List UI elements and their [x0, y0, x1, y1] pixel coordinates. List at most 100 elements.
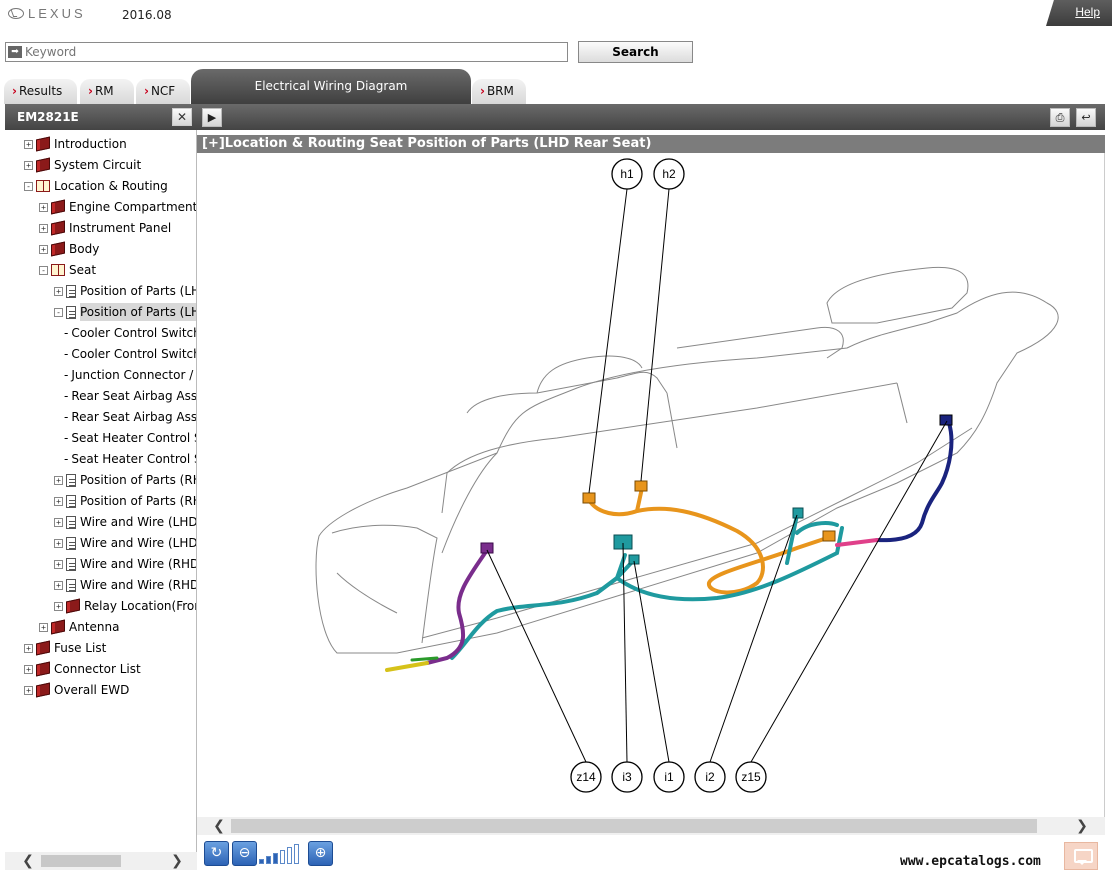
expand-icon[interactable]: +	[54, 286, 63, 296]
collapse-icon[interactable]: -	[54, 307, 63, 317]
expand-icon[interactable]: +	[39, 244, 48, 254]
tab-electrical-wiring-diagram[interactable]: Electrical Wiring Diagram	[191, 69, 471, 104]
expand-icon[interactable]: +	[24, 685, 33, 695]
expand-icon[interactable]: +	[54, 496, 63, 506]
tree-node[interactable]: +Wire and Wire (LHD	[54, 513, 196, 531]
arrow-right-icon: ➡	[8, 46, 22, 58]
zoom-level-bar[interactable]	[294, 844, 299, 864]
tree-node-label: Instrument Panel	[69, 221, 172, 235]
expand-icon[interactable]: +	[54, 601, 63, 611]
tab-brm[interactable]: ›BRM	[472, 79, 526, 104]
tree-node[interactable]: +Wire and Wire (RHD	[54, 555, 196, 573]
print-icon[interactable]: ⎙	[1050, 108, 1070, 127]
tree-node[interactable]: +System Circuit	[24, 156, 141, 174]
expand-icon[interactable]: +	[39, 202, 48, 212]
tree-node[interactable]: +Fuse List	[24, 639, 106, 657]
zoom-in-icon[interactable]: ⊕	[308, 841, 333, 866]
tree-node[interactable]: +Position of Parts (LHD	[54, 282, 196, 300]
expand-icon[interactable]: +	[24, 643, 33, 653]
tree-node[interactable]: + Wire and Wire (RHD	[54, 576, 197, 594]
callout-z15[interactable]: z15	[735, 761, 767, 793]
tree-node[interactable]: +Engine Compartment	[39, 198, 196, 216]
tree-node[interactable]: -Junction Connector / i	[64, 366, 196, 384]
diagram-horizontal-scrollbar[interactable]: ❮ ❯	[197, 817, 1105, 835]
expand-icon[interactable]: +	[54, 475, 63, 485]
zoom-level-bar[interactable]	[280, 850, 285, 864]
expand-icon[interactable]: +	[24, 160, 33, 170]
tab-results-label: Results	[18, 84, 63, 98]
callout-i3[interactable]: i3	[611, 761, 643, 793]
chevron-right-icon: ›	[88, 84, 93, 98]
scroll-right-icon[interactable]: ❯	[1076, 818, 1088, 834]
tab-results[interactable]: ›Results	[4, 79, 77, 104]
expand-icon[interactable]: +	[54, 559, 63, 569]
collapse-icon[interactable]: -	[24, 181, 33, 191]
left-horizontal-scrollbar[interactable]: ❮ ❯	[5, 852, 197, 870]
tree-node[interactable]: +Position of Parts (RH	[54, 471, 196, 489]
tree-node[interactable]: -Rear Seat Airbag Asse	[64, 387, 196, 405]
tree-node[interactable]: +Position of Parts (RH	[54, 492, 196, 510]
expand-icon[interactable]: +	[54, 580, 63, 590]
tree-node[interactable]: +Relay Location(Front	[54, 597, 196, 615]
lexus-logo: LEXUS	[8, 6, 86, 21]
book-icon	[36, 682, 50, 698]
callout-i1[interactable]: i1	[653, 761, 685, 793]
tree-node[interactable]: -Location & Routing	[24, 177, 168, 195]
expand-icon[interactable]: +	[24, 664, 33, 674]
zoom-level-bar[interactable]	[266, 856, 271, 864]
app-header: LEXUS 2016.08 Help	[0, 0, 1112, 32]
chat-icon[interactable]	[1064, 842, 1098, 870]
tree-node[interactable]: -Seat Heater Control S	[64, 450, 197, 468]
tree-node[interactable]: +Wire and Wire (LHD	[54, 534, 196, 552]
tab-rm[interactable]: ›RM	[80, 79, 134, 104]
keyword-field[interactable]: ➡	[5, 42, 568, 62]
tree-node[interactable]: +Connector List	[24, 660, 141, 678]
tree-node[interactable]: -Position of Parts (LHD	[54, 303, 196, 321]
scroll-right-icon[interactable]: ❯	[171, 853, 183, 869]
callout-h2[interactable]: h2	[653, 158, 685, 190]
tree-node[interactable]: +Body	[39, 240, 99, 258]
refresh-icon[interactable]: ↻	[204, 841, 229, 866]
expand-icon[interactable]: +	[39, 223, 48, 233]
zoom-level-bar[interactable]	[287, 847, 292, 864]
tab-ncf[interactable]: ›NCF	[136, 79, 190, 104]
expand-icon[interactable]: +	[54, 538, 63, 548]
search-button[interactable]: Search	[578, 41, 693, 63]
scroll-thumb[interactable]	[41, 855, 121, 867]
tree-node[interactable]: +Antenna	[39, 618, 119, 636]
tree-node[interactable]: +Overall EWD	[24, 681, 129, 699]
collapse-icon[interactable]: -	[39, 265, 48, 275]
wiring-diagram[interactable]: h1 h2 z14 i3 i1 i2 z15	[197, 153, 1105, 817]
zoom-level-bar[interactable]	[259, 859, 264, 864]
callout-i2[interactable]: i2	[694, 761, 726, 793]
tree-node[interactable]: -Cooler Control Switch	[64, 324, 196, 342]
tree-node[interactable]: -Cooler Control Switch	[64, 345, 196, 363]
tree-node[interactable]: -Seat	[39, 261, 96, 279]
navigation-tree: +Introduction +System Circuit -Location & …	[5, 130, 197, 852]
scroll-thumb[interactable]	[231, 819, 1037, 833]
callout-h1[interactable]: h1	[611, 158, 643, 190]
expand-icon[interactable]: +	[39, 622, 48, 632]
zoom-out-icon[interactable]: ⊖	[232, 841, 257, 866]
dash-icon: -	[64, 347, 69, 361]
help-link[interactable]: Help	[1075, 5, 1100, 19]
callout-z14[interactable]: z14	[570, 761, 602, 793]
play-icon[interactable]: ▶	[202, 108, 222, 127]
zoom-level-bar[interactable]	[273, 853, 278, 864]
tree-node[interactable]: -Seat Heater Control S	[64, 429, 196, 447]
chevron-right-icon: ›	[12, 84, 17, 98]
svg-text:h1: h1	[620, 167, 634, 181]
scroll-left-icon[interactable]: ❮	[22, 853, 34, 869]
expand-icon[interactable]: +	[24, 139, 33, 149]
keyword-input[interactable]	[25, 43, 565, 61]
tab-rm-label: RM	[94, 84, 114, 98]
tree-node[interactable]: + Instrument Panel	[39, 219, 171, 237]
tree-node-label: Wire and Wire (RHD	[80, 578, 197, 592]
tree-node[interactable]: +Introduction	[24, 135, 127, 153]
expand-icon[interactable]: +	[54, 517, 63, 527]
scroll-left-icon[interactable]: ❮	[213, 818, 225, 834]
return-icon[interactable]: ↩	[1076, 108, 1096, 127]
close-icon[interactable]: ✕	[172, 108, 192, 126]
tree-node-label: Seat Heater Control S	[71, 452, 197, 466]
tree-node[interactable]: -Rear Seat Airbag Asse	[64, 408, 196, 426]
